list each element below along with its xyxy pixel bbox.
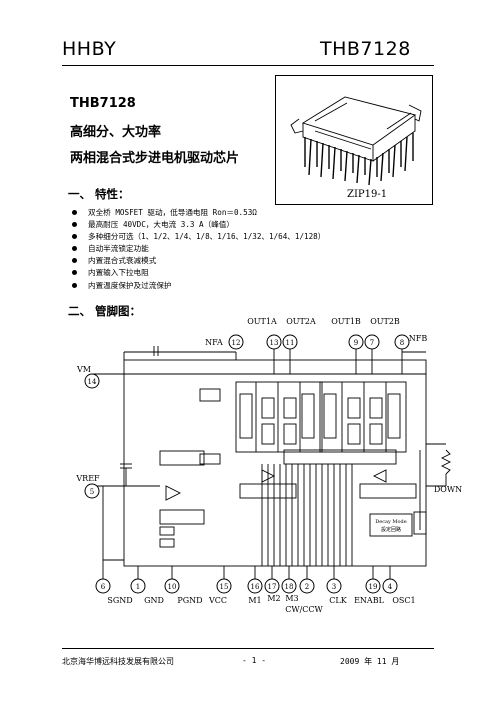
pin-4: 4 <box>388 583 393 591</box>
label-out1a: OUT1A <box>247 317 277 326</box>
footer-company: 北京海华博远科技发展有限公司 <box>62 657 174 666</box>
label-out2a: OUT2A <box>286 317 316 326</box>
pin-18: 18 <box>285 583 294 591</box>
package-label: ZIP19-1 <box>347 189 387 200</box>
label-sgnd: SGND <box>107 596 132 605</box>
pin-5: 5 <box>90 488 94 496</box>
pin-2: 2 <box>305 583 309 591</box>
label-vm: VM <box>76 365 91 374</box>
pin-7: 7 <box>370 339 374 347</box>
feature-item: 内置温度保护及过流保护 <box>72 280 325 292</box>
section-pinout-heading: 二、 管脚图： <box>68 304 142 318</box>
model-title: THB7128 <box>70 96 136 111</box>
pin-10: 10 <box>168 583 177 591</box>
label-vref: VREF <box>75 474 100 483</box>
feature-item: 多种细分可选（1、1/2、1/4、1/8、1/16、1/32、1/64、1/12… <box>72 231 325 243</box>
pin-17: 17 <box>268 583 277 591</box>
label-out1b: OUT1B <box>331 317 361 326</box>
pin-1: 1 <box>136 583 140 591</box>
package-leads <box>304 133 414 186</box>
feature-list: 双全桥 MOSFET 驱动，低导通电阻 Ron＝0.53Ω 最高耐压 40VDC… <box>72 207 325 292</box>
header-left: HHBY <box>62 38 117 60</box>
label-cw-ccw: CW/CCW <box>285 605 323 614</box>
feature-item: 自动半流锁定功能 <box>72 243 325 255</box>
label-pgnd: PGND <box>177 596 202 605</box>
pin-19: 19 <box>369 583 378 591</box>
pin-15: 15 <box>220 583 229 591</box>
label-out2b: OUT2B <box>370 317 400 326</box>
footer-rule <box>62 648 434 649</box>
pin-13: 13 <box>270 339 279 347</box>
label-nfa: NFA <box>205 338 223 347</box>
label-vcc: VCC <box>208 596 227 605</box>
pin-8: 8 <box>400 339 404 347</box>
decay-mode-text2: 設定回路 <box>381 526 401 533</box>
footer-date: 2009 年 11 月 <box>340 657 400 666</box>
label-down: DOWN <box>434 485 462 494</box>
header-rule <box>62 65 434 66</box>
subtitle-1: 高细分、大功率 <box>70 125 162 140</box>
label-nfb: NFB <box>409 334 428 343</box>
footer-page: - 1 - <box>242 656 267 665</box>
feature-item: 内置混合式衰减模式 <box>72 255 325 267</box>
pin-12: 12 <box>232 339 241 347</box>
label-gnd: GND <box>144 596 164 605</box>
ic-body <box>123 359 427 567</box>
pin-9: 9 <box>354 339 358 347</box>
pin-6: 6 <box>101 583 106 591</box>
pin-3: 3 <box>332 583 336 591</box>
label-enabl: ENABL <box>354 596 384 605</box>
label-m1: M1 <box>248 596 261 605</box>
pin-diagram: OUT1A OUT2A OUT1B OUT2B NFA NFB 12 13 11… <box>75 317 462 614</box>
decay-mode-text: Decay Mode <box>375 519 406 525</box>
pin-11: 11 <box>286 339 295 347</box>
section-features-heading: 一、 特性： <box>68 187 130 201</box>
header-right: THB7128 <box>320 38 411 60</box>
label-m2: M2 <box>267 594 280 603</box>
subtitle-2: 两相混合式步进电机驱动芯片 <box>70 151 240 166</box>
pin-16: 16 <box>251 583 260 591</box>
package-image: ZIP19-1 <box>275 75 433 205</box>
feature-item: 最高耐压 40VDC，大电流 3.3 A（峰值） <box>72 219 325 231</box>
label-clk: CLK <box>329 596 347 605</box>
label-m3: M3 <box>285 594 298 603</box>
feature-item: 双全桥 MOSFET 驱动，低导通电阻 Ron＝0.53Ω <box>72 207 325 219</box>
pin-14: 14 <box>88 378 97 386</box>
feature-item: 内置输入下拉电阻 <box>72 267 325 279</box>
label-osc1: OSC1 <box>392 596 415 605</box>
